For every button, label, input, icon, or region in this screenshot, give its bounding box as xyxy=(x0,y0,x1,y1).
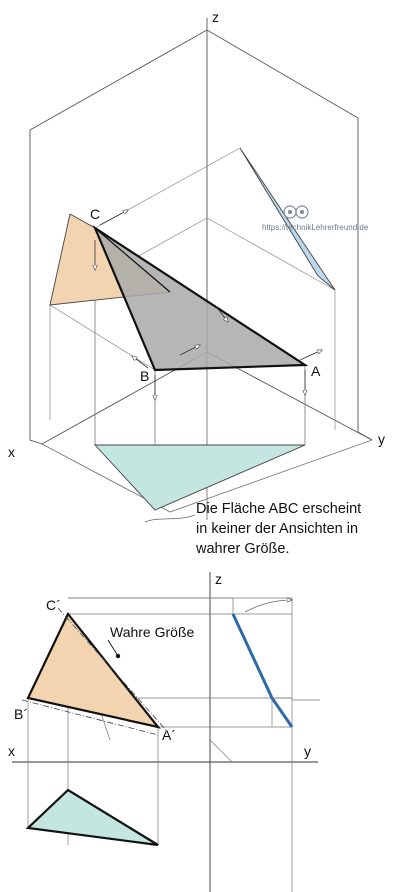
true-size-triangle xyxy=(26,611,161,729)
ortho-construction-lines xyxy=(27,597,320,892)
projection-arrows xyxy=(95,210,322,400)
bottom-projection-teal xyxy=(93,444,306,511)
true-size-dashdot xyxy=(57,607,167,731)
note-line-1: Die Fläche ABC erscheint xyxy=(196,501,361,517)
true-size-label: Wahre Größe xyxy=(110,624,194,640)
orthographic-views: z x y C´ B´ A´ Wahre Größe xyxy=(8,571,320,892)
note-line-2: in keiner der Ansichten in xyxy=(196,521,358,537)
point-a-label: A xyxy=(311,363,321,379)
top-view-triangle xyxy=(25,788,159,847)
point-b-label: B xyxy=(140,368,149,384)
true-size-leader-dot xyxy=(115,653,121,659)
triangle-abc xyxy=(92,225,309,372)
watermark-text: https://technikLehrerfreund.de xyxy=(262,223,369,232)
true-size-dashdot-2 xyxy=(21,699,159,736)
true-size-leader xyxy=(107,639,119,657)
point-a-prime-label: A´ xyxy=(162,727,176,743)
note-line-3: wahrer Größe. xyxy=(195,541,289,557)
side-projection-blue xyxy=(239,147,336,291)
point-c-label: C xyxy=(90,206,100,222)
axis-x-label: x xyxy=(8,444,15,460)
axis-z-label: z xyxy=(212,9,219,25)
ortho-axis-x-label: x xyxy=(8,743,15,759)
edge-overlap xyxy=(94,227,171,293)
point-c-prime-label: C´ xyxy=(46,597,61,613)
point-b-prime-label: B´ xyxy=(14,706,28,722)
note-leader xyxy=(144,514,196,523)
ortho-arc-arrow xyxy=(244,600,292,613)
axis-y-label: y xyxy=(378,431,385,447)
ortho-axes xyxy=(12,572,318,892)
ortho-axis-y-label: y xyxy=(304,743,311,759)
ortho-axis-z-label: z xyxy=(215,571,222,587)
side-view-edge xyxy=(231,613,294,728)
watermark-logo-icon xyxy=(283,205,309,219)
isometric-view: https://technikLehrerfreund.de z x y C B… xyxy=(8,9,385,557)
